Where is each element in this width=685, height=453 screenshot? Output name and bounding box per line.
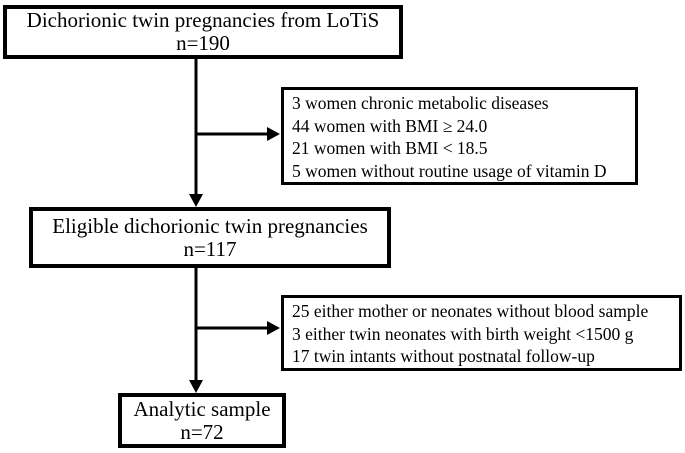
exclusion-1-line-3: 21 women with BMI < 18.5 bbox=[292, 138, 488, 158]
box-exclusion-2: 25 either mother or neonates without blo… bbox=[281, 295, 682, 371]
box-population-count: n=190 bbox=[176, 31, 230, 55]
arrow-population-to-eligible-head-icon bbox=[189, 194, 203, 207]
box-eligible: Eligible dichorionic twin pregnancies n=… bbox=[29, 207, 391, 268]
box-analytic: Analytic sample n=72 bbox=[118, 393, 286, 448]
arrow-branch-exclusion-1-head-icon bbox=[267, 127, 280, 141]
box-population-title: Dichorionic twin pregnancies from LoTiS bbox=[26, 8, 380, 32]
arrow-eligible-to-analytic-head-icon bbox=[189, 380, 203, 393]
arrow-branch-exclusion-2-head-icon bbox=[267, 321, 280, 335]
box-eligible-title: Eligible dichorionic twin pregnancies bbox=[52, 213, 368, 238]
box-eligible-count: n=117 bbox=[183, 236, 237, 261]
exclusion-2-line-3: 17 twin intants without postnatal follow… bbox=[292, 346, 595, 366]
exclusion-1-line-2: 44 women with BMI ≥ 24.0 bbox=[292, 115, 488, 136]
box-population: Dichorionic twin pregnancies from LoTiS … bbox=[3, 5, 403, 59]
box-analytic-title: Analytic sample bbox=[133, 396, 271, 421]
exclusion-1-line-4: 5 women without routine usage of vitamin… bbox=[292, 160, 607, 181]
exclusion-2-line-2: 3 either twin neonates with birth weight… bbox=[292, 323, 634, 344]
exclusion-2-line-1: 25 either mother or neonates without blo… bbox=[292, 301, 649, 321]
exclusion-1-line-1: 3 women chronic metabolic diseases bbox=[292, 93, 549, 113]
box-exclusion-1: 3 women chronic metabolic diseases 44 wo… bbox=[281, 87, 638, 185]
box-analytic-count: n=72 bbox=[180, 419, 224, 444]
